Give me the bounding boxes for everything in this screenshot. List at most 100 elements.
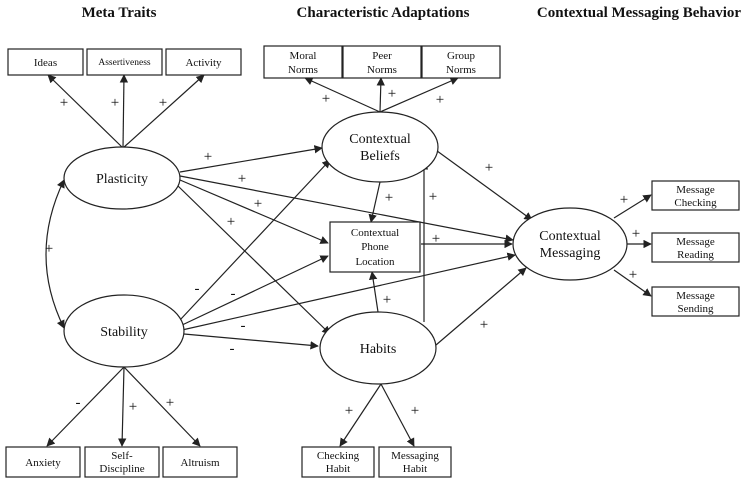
node-assertiveness: Assertiveness bbox=[86, 48, 163, 76]
edge-stability-anxiety bbox=[46, 366, 125, 447]
edge-beliefs-moral bbox=[304, 77, 381, 113]
svg-text:Contextual: Contextual bbox=[539, 229, 601, 244]
node-plasticity: Plasticity bbox=[63, 146, 181, 210]
svg-text:Ideas: Ideas bbox=[34, 57, 57, 69]
sign-beliefs-messaging: + bbox=[485, 160, 493, 176]
sign-plasticity-assertiveness: + bbox=[111, 95, 119, 111]
svg-text:Anxiety: Anxiety bbox=[25, 457, 61, 469]
sign-stability-location: - bbox=[231, 286, 236, 302]
edge-plasticity-location bbox=[179, 179, 329, 244]
edge-plasticity-habits bbox=[177, 185, 331, 335]
svg-text:Messaging: Messaging bbox=[540, 246, 601, 261]
sign-plasticity-ideas: + bbox=[60, 95, 68, 111]
svg-text:Discipline: Discipline bbox=[99, 463, 144, 475]
sign-plasticity-habits: + bbox=[227, 214, 235, 230]
svg-text:Beliefs: Beliefs bbox=[360, 149, 400, 164]
svg-text:Message: Message bbox=[676, 290, 715, 302]
svg-text:Activity: Activity bbox=[185, 57, 222, 69]
edge-plasticity-stability bbox=[45, 179, 65, 329]
sign-plasticity-messaging: + bbox=[238, 171, 246, 187]
svg-text:Norms: Norms bbox=[446, 64, 476, 76]
svg-text:Moral: Moral bbox=[290, 50, 317, 62]
node-message-reading: Message Reading bbox=[651, 232, 740, 263]
svg-text:Habit: Habit bbox=[403, 463, 427, 475]
node-contextual-messaging: Contextual Messaging bbox=[512, 207, 628, 281]
svg-text:Contextual: Contextual bbox=[349, 132, 411, 147]
edge-stability-self-discipline bbox=[117, 366, 127, 447]
sign-plasticity-activity: + bbox=[159, 95, 167, 111]
sign-messaging-reading: + bbox=[632, 226, 640, 242]
sign-stability-altruism: + bbox=[166, 395, 174, 411]
node-ideas: Ideas bbox=[7, 48, 84, 76]
edge-stability-habits bbox=[183, 333, 319, 350]
sign-habits-checking: + bbox=[345, 403, 353, 419]
node-activity: Activity bbox=[165, 48, 242, 76]
node-altruism: Altruism bbox=[162, 446, 238, 478]
sign-stability-beliefs: - bbox=[195, 281, 200, 297]
node-self-discipline: Self- Discipline bbox=[84, 446, 160, 478]
edge-messaging-sending bbox=[613, 269, 652, 297]
path-signs: + + + + - + + + + + + + + + + + + + + - … bbox=[45, 86, 640, 419]
sign-beliefs-location: + bbox=[385, 190, 393, 206]
node-messaging-habit: Messaging Habit bbox=[378, 446, 452, 478]
sign-beliefs-group: + bbox=[436, 92, 444, 108]
edge-messaging-checking bbox=[613, 194, 652, 219]
svg-text:Checking: Checking bbox=[317, 450, 360, 462]
svg-text:Norms: Norms bbox=[288, 64, 318, 76]
edge-plasticity-ideas bbox=[47, 74, 124, 149]
svg-text:Habit: Habit bbox=[326, 463, 350, 475]
sign-habits-location: + bbox=[383, 292, 391, 308]
node-checking-habit: Checking Habit bbox=[301, 446, 375, 478]
svg-text:Messaging: Messaging bbox=[391, 450, 439, 462]
svg-text:Plasticity: Plasticity bbox=[96, 172, 148, 187]
sign-stability-habits: - bbox=[230, 341, 235, 357]
edge-stability-messaging bbox=[181, 252, 516, 331]
svg-text:Location: Location bbox=[355, 256, 395, 268]
sign-plasticity-beliefs: + bbox=[204, 149, 212, 165]
sign-stability-messaging: - bbox=[241, 318, 246, 334]
svg-text:Contextual: Contextual bbox=[351, 227, 399, 239]
svg-text:Message: Message bbox=[676, 236, 715, 248]
edge-beliefs-group bbox=[379, 77, 459, 113]
svg-text:Altruism: Altruism bbox=[180, 457, 220, 469]
sign-stability-anxiety: - bbox=[76, 395, 81, 411]
node-stability: Stability bbox=[63, 294, 185, 368]
edge-beliefs-location bbox=[368, 181, 381, 223]
edge-habits-messaging-path bbox=[435, 267, 527, 346]
svg-text:Phone: Phone bbox=[361, 241, 389, 253]
edge-habits-location bbox=[368, 271, 379, 313]
edge-beliefs-peer bbox=[376, 77, 385, 113]
svg-text:Norms: Norms bbox=[367, 64, 397, 76]
svg-text:Checking: Checking bbox=[674, 197, 717, 209]
edge-plasticity-assertiveness bbox=[119, 74, 129, 149]
edge-habits-checking bbox=[339, 383, 382, 447]
sign-habits-messaging: + bbox=[411, 403, 419, 419]
sign-beliefs-peer: + bbox=[388, 86, 396, 102]
node-anxiety: Anxiety bbox=[5, 446, 81, 478]
sign-messaging-sending: + bbox=[629, 267, 637, 283]
edge-beliefs-messaging bbox=[432, 147, 533, 221]
svg-text:Stability: Stability bbox=[100, 325, 147, 340]
svg-text:Sending: Sending bbox=[677, 303, 714, 315]
sign-beliefs-moral: + bbox=[322, 91, 330, 107]
edge-habits-messaging bbox=[380, 383, 415, 447]
header-characteristic-adaptations: Characteristic Adaptations bbox=[297, 5, 470, 21]
edge-stability-location bbox=[179, 255, 329, 327]
node-peer-norms: Peer Norms bbox=[342, 45, 422, 79]
svg-text:Habits: Habits bbox=[360, 342, 397, 357]
edge-stability-altruism bbox=[123, 366, 201, 447]
svg-text:Reading: Reading bbox=[677, 249, 714, 261]
node-message-checking: Message Checking bbox=[651, 180, 740, 211]
edge-plasticity-activity bbox=[122, 74, 205, 149]
sign-stability-self-discipline: + bbox=[129, 399, 137, 415]
svg-text:Message: Message bbox=[676, 184, 715, 196]
node-habits: Habits bbox=[319, 311, 437, 385]
svg-text:Peer: Peer bbox=[372, 50, 392, 62]
sign-location-messaging: + bbox=[432, 231, 440, 247]
sign-habits-messaging-path: + bbox=[480, 317, 488, 333]
header-meta-traits: Meta Traits bbox=[82, 5, 157, 21]
svg-text:Assertiveness: Assertiveness bbox=[98, 58, 151, 68]
sign-messaging-checking: + bbox=[620, 192, 628, 208]
edge-stability-beliefs bbox=[179, 159, 331, 321]
